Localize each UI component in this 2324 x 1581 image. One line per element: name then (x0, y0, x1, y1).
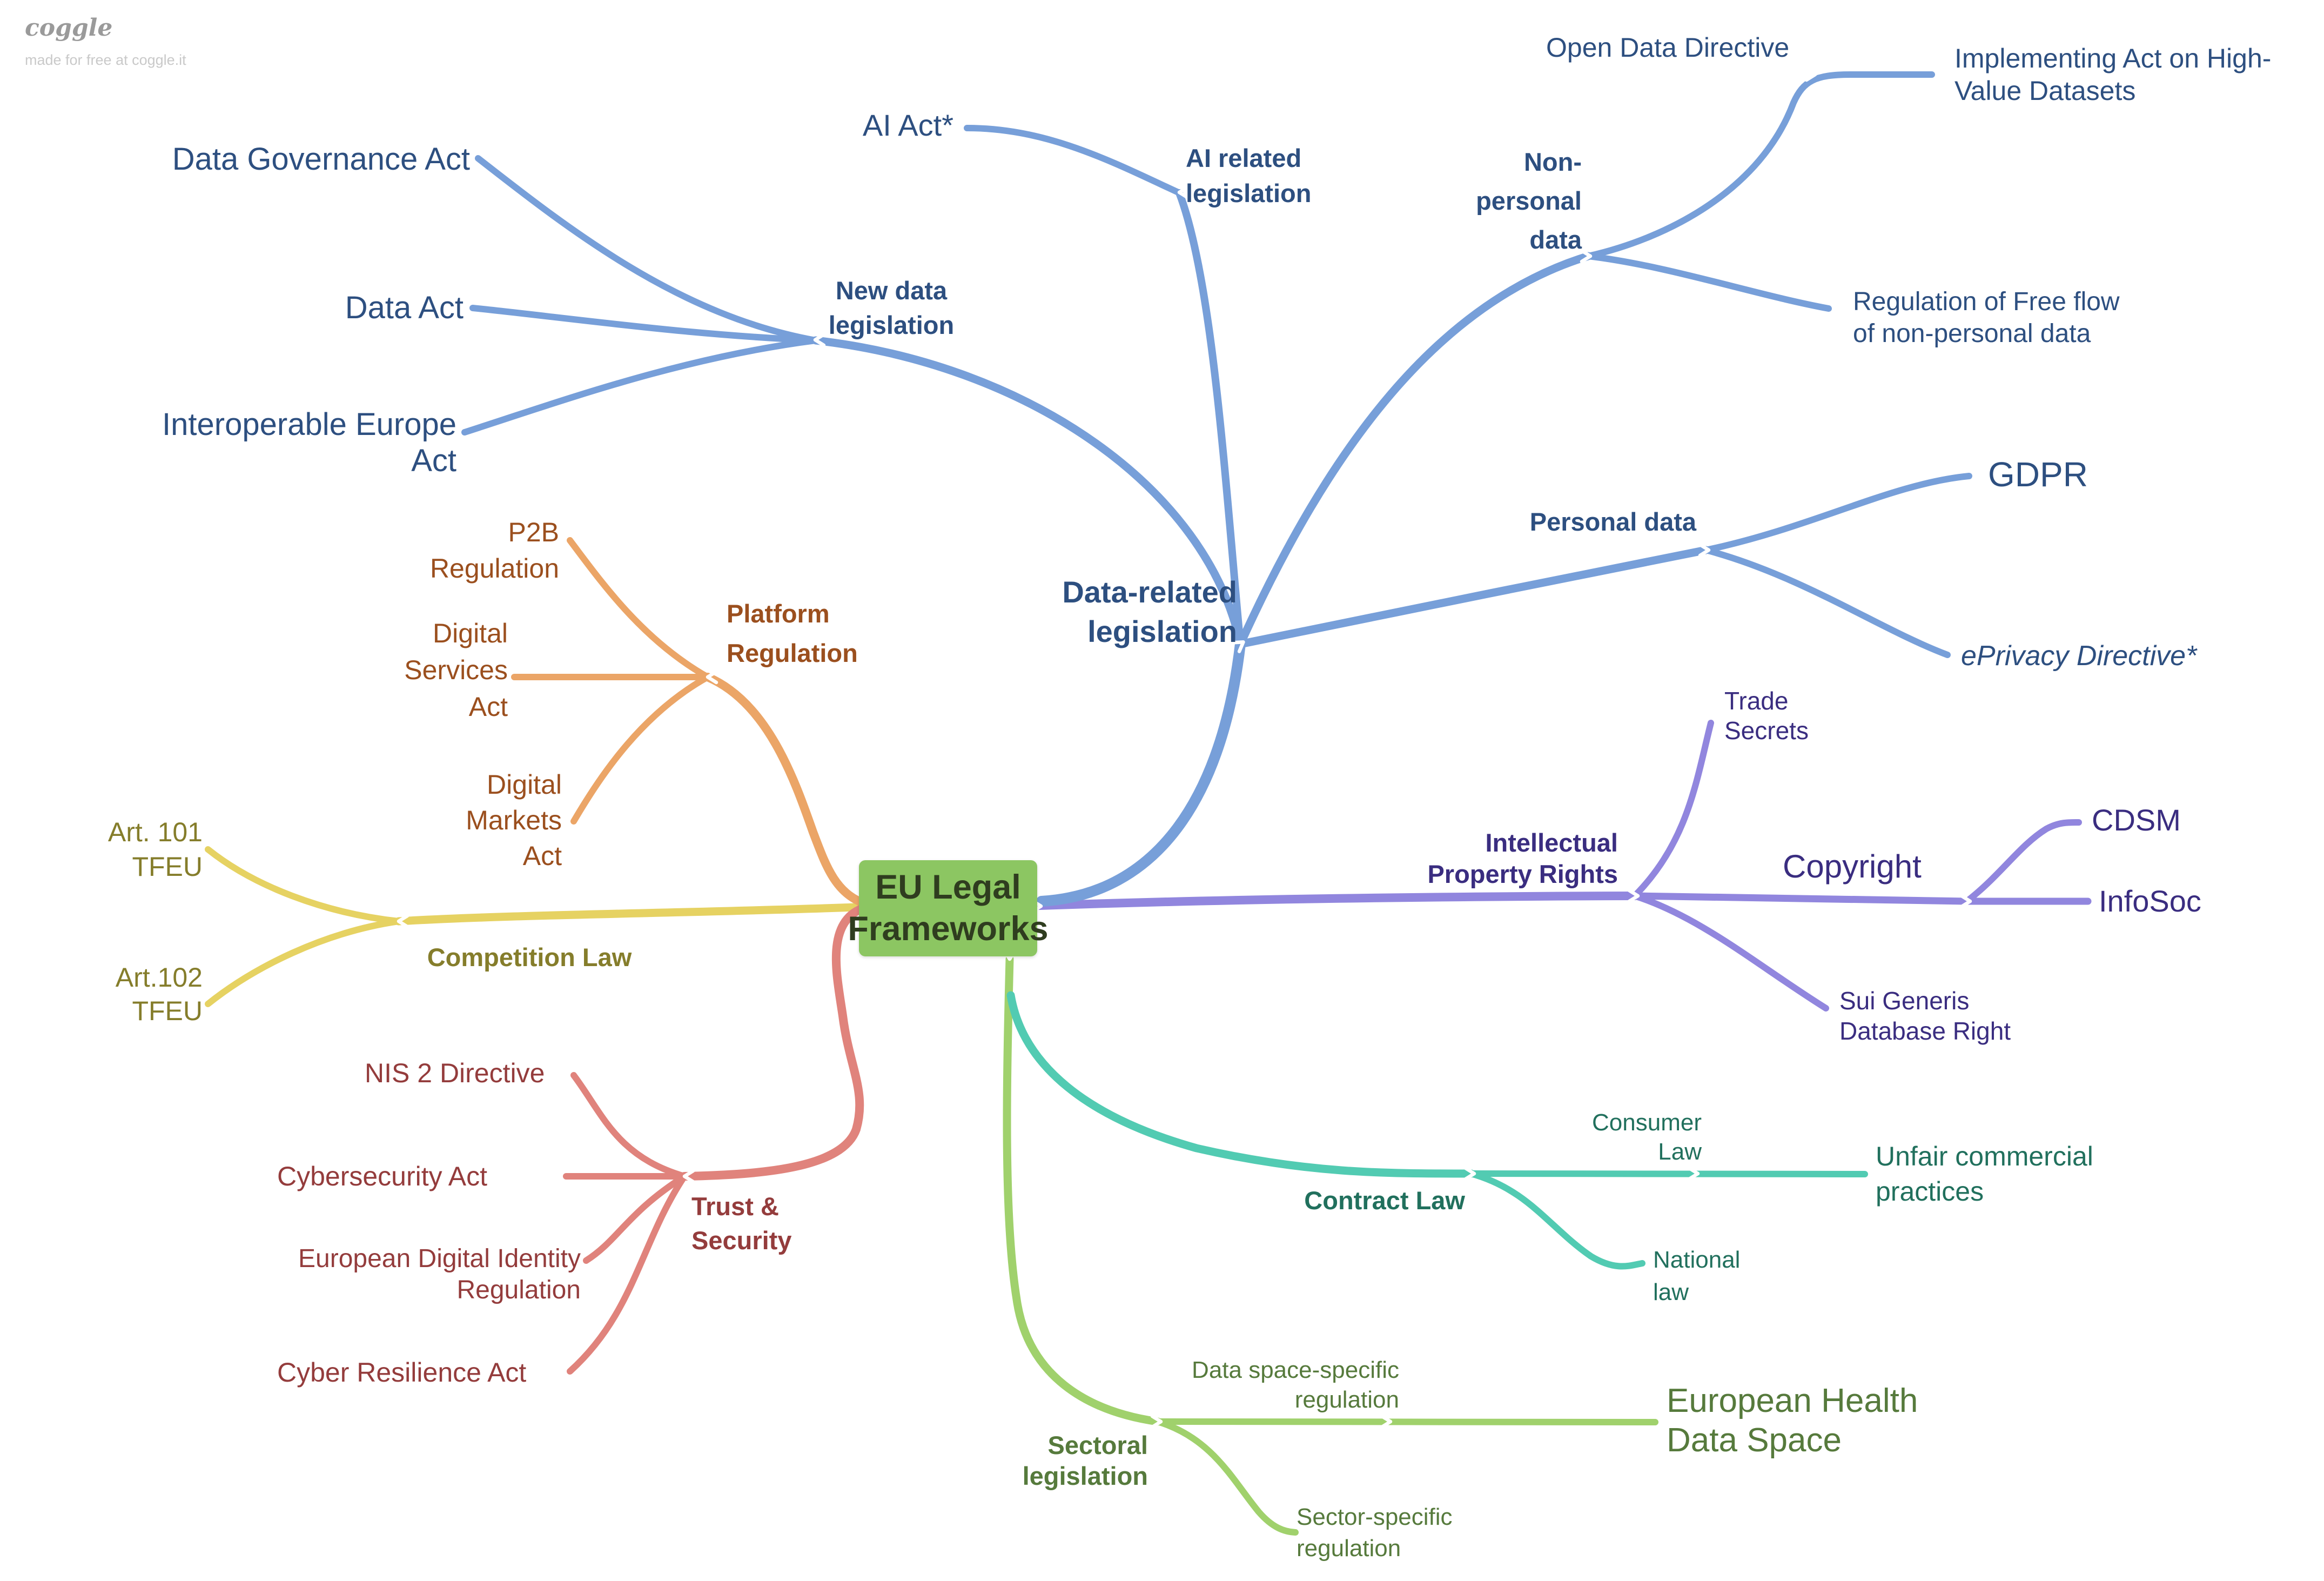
branch-trade-secrets-line (1631, 720, 1714, 899)
branch-cyber-resilience-line (567, 1173, 688, 1375)
junction-chevron-icon (706, 669, 718, 685)
node-data-related-legislation[interactable]: Data-related legislation (1062, 575, 1237, 648)
branch-eudi-line (583, 1173, 688, 1264)
branch-sui-generis-line (1631, 893, 1829, 1011)
node-copyright[interactable]: Copyright (1783, 848, 1922, 885)
branch-sectoral-root-line (1003, 955, 1162, 1426)
node-contract-law[interactable]: Contract Law (1304, 1186, 1465, 1215)
branch-ipr-root-line (1036, 892, 1639, 910)
node-data-governance-act[interactable]: Data Governance Act (172, 142, 470, 177)
node-digital-services-act[interactable]: Digital Services Act (404, 618, 508, 722)
node-cyber-resilience-act[interactable]: Cyber Resilience Act (277, 1357, 527, 1388)
branch-cdsm-line (1964, 819, 2082, 905)
branch-new-data-line (811, 336, 1245, 648)
node-free-flow-regulation[interactable]: Regulation of Free flow of non-personal … (1853, 287, 2120, 348)
node-unfair-commercial-practices[interactable]: Unfair commercial practices (1876, 1141, 2093, 1207)
node-competition-law[interactable]: Competition Law (427, 943, 632, 972)
node-sectoral-legislation[interactable]: Sectoral legislation (1022, 1431, 1148, 1490)
junction-chevron-icon (1687, 1166, 1700, 1181)
branch-trust-root-line (680, 903, 869, 1181)
junction-chevron-icon (1698, 542, 1711, 558)
node-data-act[interactable]: Data Act (345, 290, 464, 325)
node-interoperable-europe-act[interactable]: Interoperable Europe Act (162, 407, 456, 478)
node-cdsm[interactable]: CDSM (2092, 803, 2181, 837)
junction-chevron-icon (1804, 67, 1817, 82)
watermark-tagline: made for free at coggle.it (25, 52, 186, 68)
branch-dma-line (570, 674, 711, 825)
coggle-logo: coggle (25, 14, 113, 42)
node-p2b-regulation[interactable]: P2B Regulation (429, 517, 559, 584)
branch-copyright-infosoc-line (1631, 892, 2092, 905)
branch-contract-root-line (1006, 991, 1475, 1178)
node-non-personal-data[interactable]: Non- personal data (1476, 148, 1582, 254)
junction-chevron-icon (1380, 1414, 1393, 1429)
branch-non-personal-line (1236, 252, 1593, 648)
branch-competition-root-line (394, 902, 874, 926)
branch-open-data-line (1585, 71, 1935, 259)
node-eprivacy-directive[interactable]: ePrivacy Directive* (1961, 640, 2197, 672)
branch-eprivacy-line (1703, 547, 1951, 658)
branch-free-flow-line (1585, 253, 1832, 312)
branch-art102-line (205, 918, 402, 1007)
node-data-space-specific-regulation[interactable]: Data space-specific regulation (1192, 1357, 1399, 1413)
node-national-law[interactable]: National law (1653, 1247, 1741, 1305)
branch-gdpr-line (1703, 473, 1972, 553)
branch-personal-line (1236, 546, 1710, 648)
node-personal-data[interactable]: Personal data (1529, 507, 1696, 536)
branch-national-law-line (1468, 1170, 1645, 1270)
branch-ai-act-line (964, 125, 1183, 196)
node-platform-regulation[interactable]: Platform Regulation (727, 599, 858, 667)
branch-nis2-line (570, 1072, 688, 1180)
branch-p2b-line (567, 537, 711, 680)
node-ai-act[interactable]: AI Act* (862, 108, 953, 142)
branch-data-related-root-line (1036, 639, 1246, 907)
node-new-data-legislation[interactable]: New data legislation (828, 276, 955, 339)
node-european-digital-identity-regulation[interactable]: European Digital Identity Regulation (298, 1244, 581, 1304)
junction-chevron-icon (813, 332, 826, 347)
node-intellectual-property-rights[interactable]: Intellectual Property Rights (1427, 828, 1618, 888)
node-ai-related-legislation[interactable]: AI related legislation (1186, 144, 1312, 207)
branch-dga-line (475, 155, 819, 344)
root-node-label: EU Legal Frameworks (848, 868, 1049, 948)
junction-chevron-icon (397, 914, 409, 929)
junction-chevron-icon (1627, 888, 1640, 903)
junction-chevron-icon (1580, 249, 1593, 264)
junction-chevron-icon (1463, 1166, 1476, 1181)
node-art-102-tfeu[interactable]: Art.102 TFEU (115, 962, 203, 1026)
junction-chevron-icon (1150, 1414, 1163, 1429)
node-sector-specific-regulation[interactable]: Sector-specific regulation (1297, 1504, 1453, 1562)
junction-chevron-icon (682, 1169, 695, 1184)
junction-chevrons (397, 67, 1972, 1429)
node-sui-generis[interactable]: Sui Generis Database Right (1839, 987, 2011, 1045)
branch-sector-specific-line (1154, 1418, 1299, 1536)
junction-chevron-icon (1231, 640, 1245, 653)
junction-chevron-icon (1959, 894, 1972, 909)
branch-platform-root-line (703, 673, 869, 908)
node-implementing-act[interactable]: Implementing Act on High- Value Datasets (1954, 43, 2272, 106)
node-cybersecurity-act[interactable]: Cybersecurity Act (277, 1161, 488, 1191)
node-open-data-directive[interactable]: Open Data Directive (1546, 32, 1790, 63)
branch-data-act-line (469, 305, 819, 344)
node-gdpr[interactable]: GDPR (1988, 455, 2088, 494)
branch-ai-related-line (1176, 189, 1244, 648)
branch-art101-line (205, 846, 402, 925)
root-node[interactable]: EU Legal Frameworks (848, 860, 1049, 956)
node-digital-markets-act[interactable]: Digital Markets Act (466, 769, 562, 871)
node-european-health-data-space[interactable]: European Health Data Space (1667, 1382, 1918, 1459)
branch-interoperable-line (461, 337, 819, 436)
node-infosoc[interactable]: InfoSoc (2099, 884, 2201, 918)
node-trust-security[interactable]: Trust & Security (691, 1192, 792, 1255)
node-nis-2-directive[interactable]: NIS 2 Directive (365, 1058, 545, 1088)
node-art-101-tfeu[interactable]: Art. 101 TFEU (108, 817, 203, 882)
node-trade-secrets[interactable]: Trade Secrets (1724, 687, 1809, 745)
junction-chevron-icon (1177, 185, 1190, 200)
node-consumer-law[interactable]: Consumer Law (1592, 1109, 1702, 1165)
